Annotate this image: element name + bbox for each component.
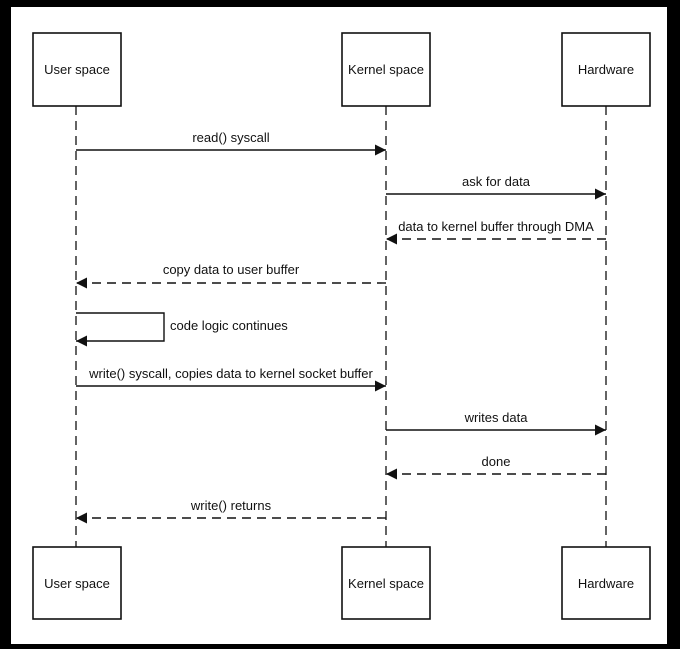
message-data-to-kernel-buffer: data to kernel buffer through DMA <box>386 219 606 245</box>
message-label: write() returns <box>190 498 272 513</box>
message-write-syscall: write() syscall, copies data to kernel s… <box>76 366 386 392</box>
participant-hardware-top: Hardware <box>561 32 651 107</box>
participant-label: Kernel space <box>348 576 424 591</box>
participant-label: Kernel space <box>348 62 424 77</box>
message-code-logic-continues: code logic continues <box>76 312 288 347</box>
participant-label: Hardware <box>578 62 634 77</box>
participant-user-space-bottom: User space <box>32 546 122 620</box>
message-label: writes data <box>464 410 529 425</box>
self-call-arrow <box>76 312 165 347</box>
message-done: done <box>386 454 606 480</box>
message-write-returns: write() returns <box>76 498 386 524</box>
message-read-syscall: read() syscall <box>76 130 386 156</box>
participant-label: Hardware <box>578 576 634 591</box>
participant-user-space-top: User space <box>32 32 122 107</box>
message-label: read() syscall <box>192 130 269 145</box>
participant-label: User space <box>44 576 110 591</box>
participant-kernel-space-top: Kernel space <box>341 32 431 107</box>
diagram-canvas <box>11 7 667 644</box>
message-label: code logic continues <box>170 318 288 333</box>
participant-hardware-bottom: Hardware <box>561 546 651 620</box>
message-ask-for-data: ask for data <box>386 174 606 200</box>
message-label: data to kernel buffer through DMA <box>398 219 594 234</box>
message-label: done <box>482 454 511 469</box>
message-label: ask for data <box>462 174 531 189</box>
participant-label: User space <box>44 62 110 77</box>
message-writes-data: writes data <box>386 410 606 436</box>
message-label: copy data to user buffer <box>163 262 300 277</box>
message-copy-data-to-user-buffer: copy data to user buffer <box>76 262 386 289</box>
participant-kernel-space-bottom: Kernel space <box>341 546 431 620</box>
message-label: write() syscall, copies data to kernel s… <box>88 366 373 381</box>
